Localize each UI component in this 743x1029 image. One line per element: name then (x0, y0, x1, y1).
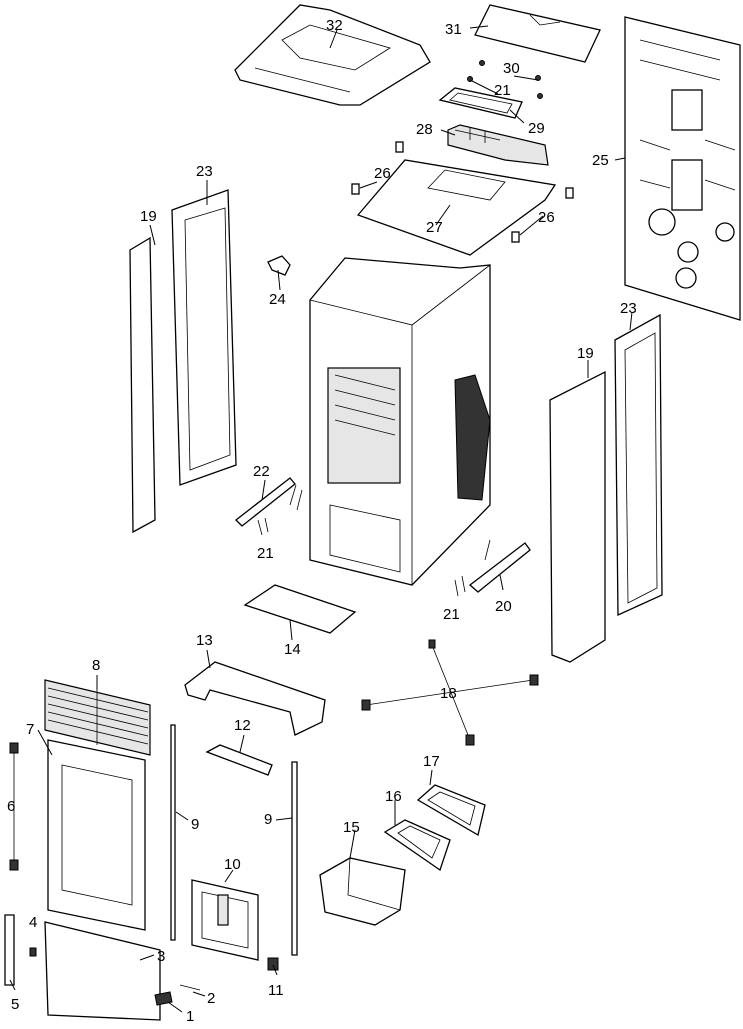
label-part-16: 16 (385, 788, 402, 805)
part-13-frame (184, 661, 326, 736)
label-part-19-right: 19 (577, 345, 594, 362)
part-23-left-side-frame (171, 189, 237, 486)
label-part-30: 30 (503, 60, 520, 77)
callout-labels: 32 31 30 21 29 28 25 26 23 26 19 27 24 2… (7, 17, 637, 1025)
part-24-bracket (267, 255, 291, 276)
label-part-26-left: 26 (374, 165, 391, 182)
label-part-22: 22 (253, 463, 270, 480)
part-21-screws-left (257, 484, 303, 536)
label-part-21-left: 21 (257, 545, 274, 562)
part-20-bracket (468, 542, 531, 593)
part-21-screws-right (454, 539, 491, 597)
label-part-21-top: 21 (494, 82, 511, 99)
part-7-door-frame (47, 739, 146, 931)
part-6-hinge (9, 742, 19, 871)
label-part-18: 18 (440, 685, 457, 702)
label-part-4: 4 (29, 914, 37, 931)
part-27-plate (356, 159, 557, 256)
label-part-10: 10 (224, 856, 241, 873)
label-part-32: 32 (326, 17, 343, 34)
label-part-28: 28 (416, 121, 433, 138)
label-part-25: 25 (592, 152, 609, 169)
part-15-ash-pan (319, 857, 406, 926)
label-part-27: 27 (426, 219, 443, 236)
part-31-top-plate (474, 4, 601, 63)
label-part-21-right: 21 (443, 606, 460, 623)
part-14-bottom-plate (243, 584, 357, 634)
label-part-24: 24 (269, 291, 286, 308)
part-19-left-side-strip (129, 236, 156, 534)
part-8-grille (44, 679, 151, 756)
label-part-19-left: 19 (140, 208, 157, 225)
label-part-23-right: 23 (620, 300, 637, 317)
part-23-right-side-frame (614, 313, 663, 617)
part-9-rod-right (291, 761, 298, 956)
part-12-bar (205, 744, 273, 776)
label-part-5: 5 (11, 996, 19, 1013)
part-5-latch (4, 914, 15, 986)
label-part-14: 14 (284, 641, 301, 658)
leader-lines (9, 25, 633, 1013)
label-part-17: 17 (423, 753, 440, 770)
part-4-pin (29, 947, 37, 957)
part-18-screws (361, 639, 539, 746)
label-part-12: 12 (234, 717, 251, 734)
label-part-13: 13 (196, 632, 213, 649)
stove-main-body (309, 257, 491, 586)
label-part-23-left: 23 (196, 163, 213, 180)
label-part-6: 6 (7, 798, 15, 815)
part-16-plate (383, 819, 451, 872)
part-22-bracket (235, 477, 296, 527)
part-2-clip (179, 984, 201, 991)
label-part-1: 1 (186, 1008, 194, 1024)
part-29-gasket (438, 87, 523, 119)
label-part-15: 15 (343, 819, 360, 836)
label-part-9-right: 9 (264, 811, 272, 828)
part-11-knob (267, 957, 279, 971)
part-17-plate (416, 784, 486, 837)
part-10-ash-door (191, 879, 259, 961)
part-25-back-panel (624, 16, 741, 321)
part-3-door-panel (44, 921, 161, 1021)
label-part-3: 3 (157, 948, 165, 965)
label-part-31: 31 (445, 21, 462, 38)
part-28-block (447, 124, 549, 166)
label-part-11: 11 (268, 982, 284, 999)
part-30-screws (467, 60, 543, 99)
label-part-9-left: 9 (191, 816, 199, 833)
part-26-bolts (351, 141, 574, 243)
part-19-right-side-panel (549, 370, 606, 663)
part-9-rod-left (170, 724, 176, 941)
part-1-clip (154, 991, 173, 1006)
part-32-top-cover (234, 4, 431, 106)
label-part-20: 20 (495, 598, 512, 615)
label-part-7: 7 (26, 721, 34, 738)
label-part-26-right: 26 (538, 209, 555, 226)
label-part-29: 29 (528, 120, 545, 137)
label-part-2: 2 (207, 990, 215, 1007)
label-part-8: 8 (92, 657, 100, 674)
